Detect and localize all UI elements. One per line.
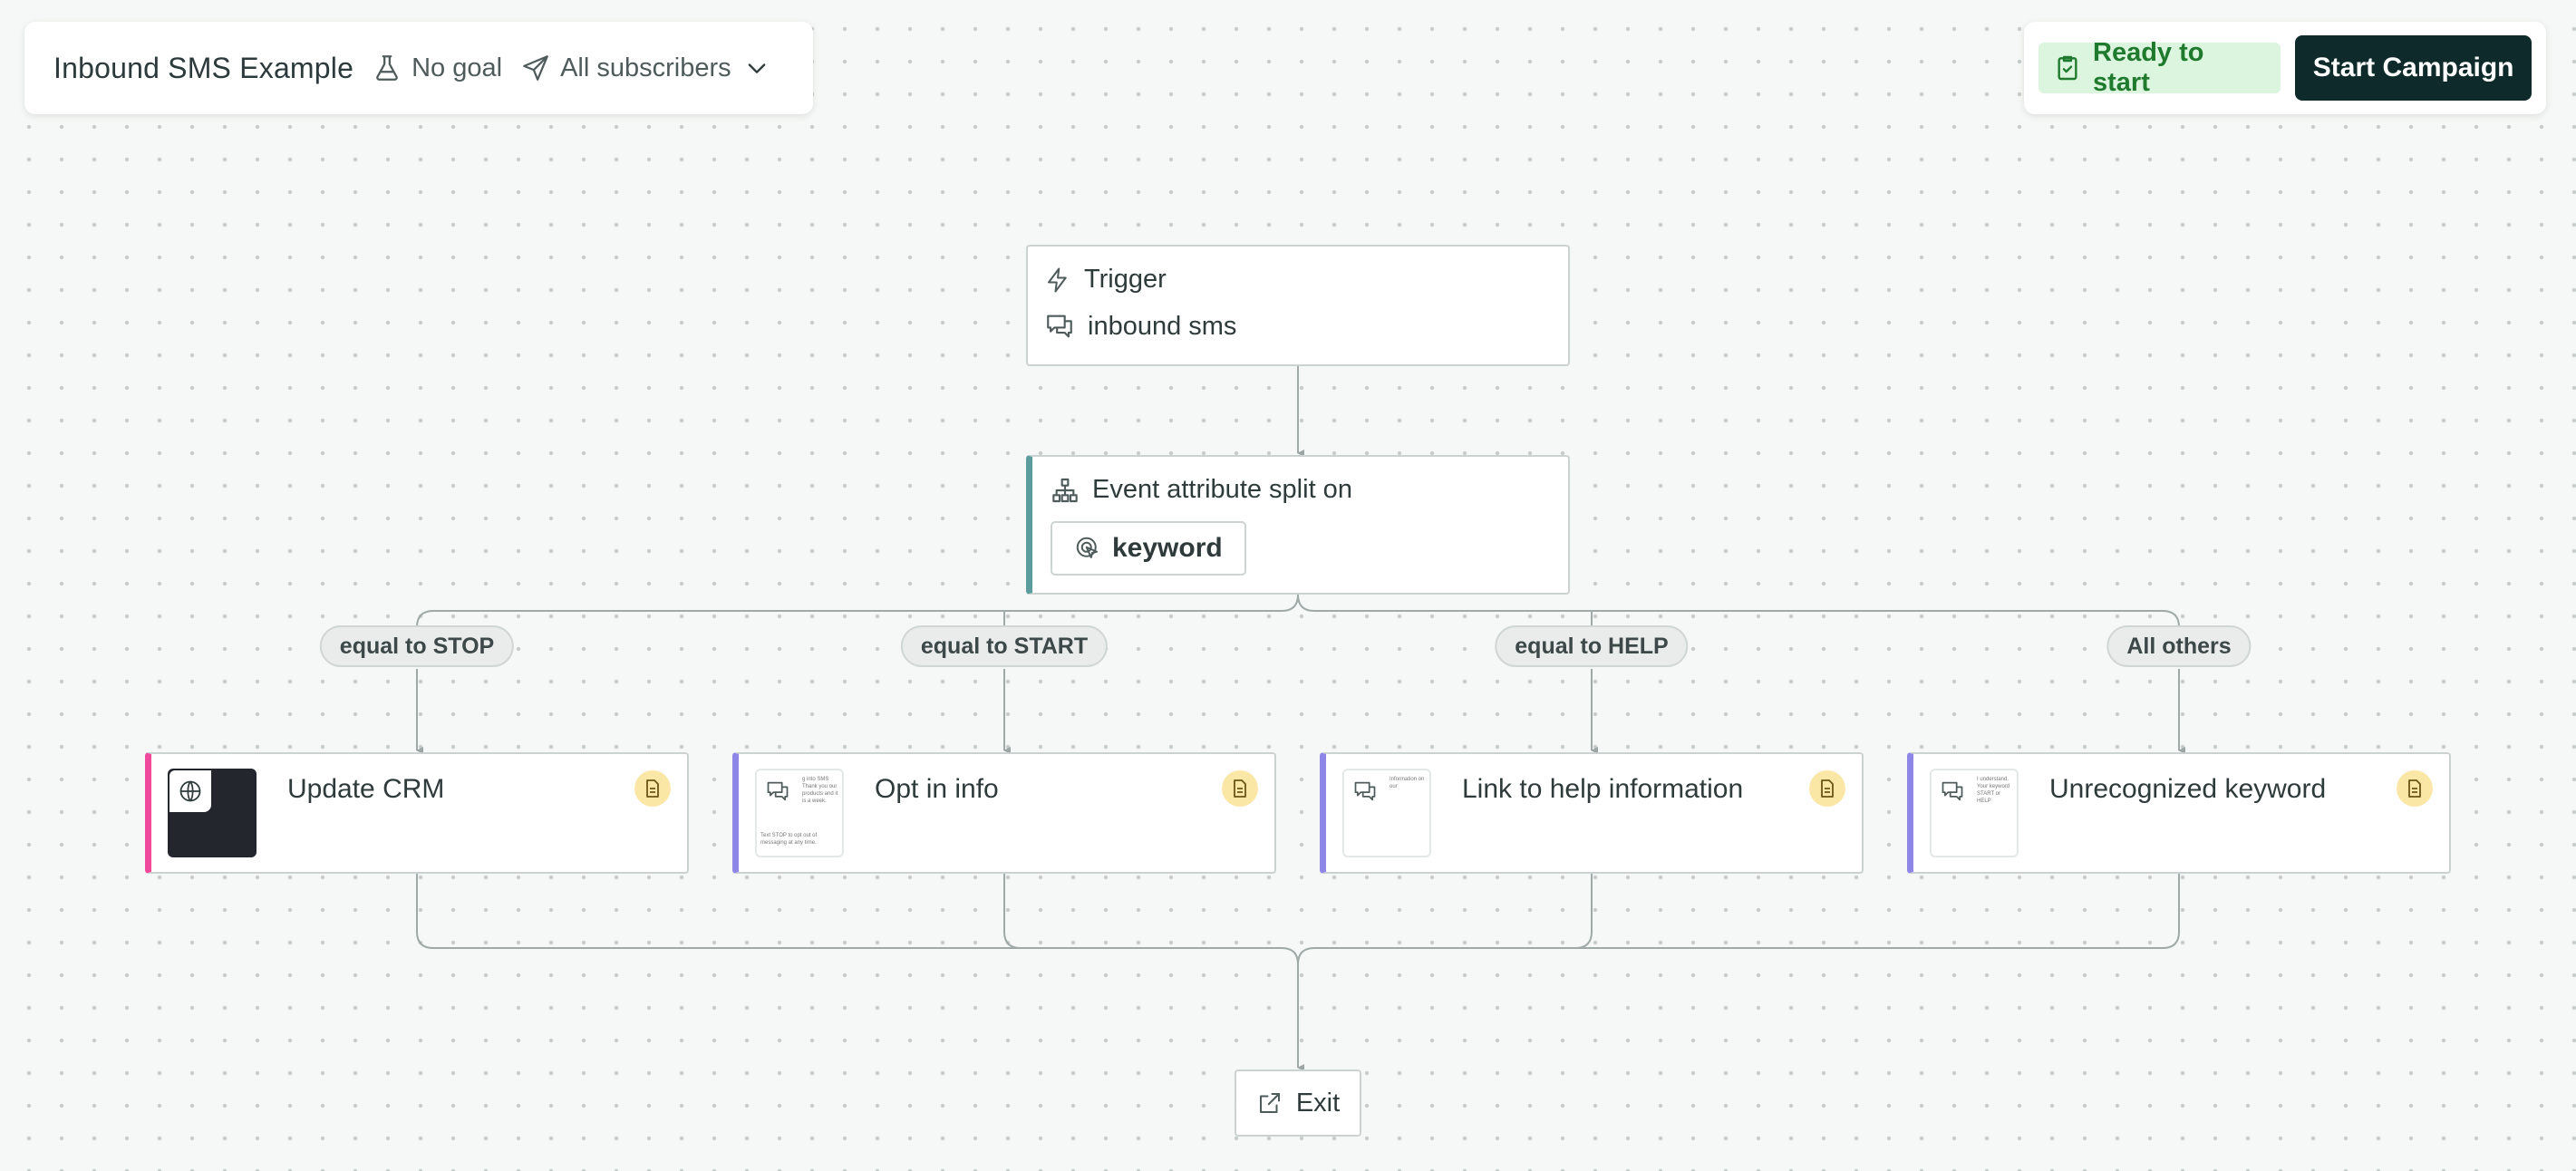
action-label: Update CRM (287, 774, 445, 804)
sms-preview-thumbnail: I understand. Your keyword START or HELP (1930, 769, 2019, 857)
chevron-down-icon (744, 55, 770, 81)
status-badge: Ready to start (2039, 38, 2281, 97)
lightning-icon (1044, 266, 1071, 294)
action-node-opt-in-info[interactable]: g into SMS Thank you our products and it… (732, 752, 1276, 874)
message-icon (1044, 311, 1075, 342)
action-node-unrecognized[interactable]: I understand. Your keyword START or HELP… (1907, 752, 2451, 874)
branch-pill-stop[interactable]: equal to STOP (319, 625, 515, 667)
message-icon (1932, 770, 1973, 812)
sms-preview-thumbnail: g into SMS Thank you our products and it… (755, 769, 844, 857)
connector-merge (416, 874, 1299, 965)
trigger-node[interactable]: Trigger inbound sms (1026, 245, 1570, 366)
campaign-title[interactable]: Inbound SMS Example (53, 51, 354, 84)
note-icon[interactable] (1222, 770, 1258, 807)
goal-selector[interactable]: No goal (372, 53, 502, 83)
sms-preview-text: g into SMS Thank you our products and it… (802, 777, 838, 804)
action-label: Link to help information (1462, 774, 1744, 804)
tap-icon (1074, 535, 1101, 562)
message-icon (757, 770, 799, 812)
note-icon[interactable] (2397, 770, 2433, 807)
connector-split-bus (416, 594, 1299, 628)
trigger-event: inbound sms (1088, 311, 1237, 341)
sms-preview-thumbnail: Information on our (1342, 769, 1431, 857)
split-attribute: keyword (1112, 533, 1223, 563)
trigger-title: Trigger (1084, 265, 1167, 294)
split-title: Event attribute split on (1092, 475, 1352, 504)
start-campaign-button[interactable]: Start Campaign (2295, 35, 2532, 101)
action-node-update-crm[interactable]: Update CRM (145, 752, 689, 874)
branch-pill-help[interactable]: equal to HELP (1495, 625, 1689, 667)
audience-selector[interactable]: All subscribers (520, 53, 770, 83)
exit-label: Exit (1295, 1088, 1341, 1118)
connector-split-bus-right (1297, 594, 2180, 628)
note-icon[interactable] (1809, 770, 1845, 807)
branch-pill-others[interactable]: All others (2106, 625, 2252, 667)
sms-preview-text: I understand. Your keyword START or HELP (1977, 777, 2010, 804)
action-node-help-link[interactable]: Information on our Link to help informat… (1320, 752, 1864, 874)
audience-label: All subscribers (560, 53, 731, 82)
send-icon (520, 53, 551, 83)
campaign-header: Inbound SMS Example No goal All subscrib… (24, 22, 813, 114)
split-attribute-chip[interactable]: keyword (1051, 521, 1246, 576)
note-icon[interactable] (634, 770, 671, 807)
exit-node[interactable]: Exit (1235, 1069, 1361, 1137)
action-label: Unrecognized keyword (2049, 774, 2327, 804)
branch-pill-start[interactable]: equal to START (900, 625, 1109, 667)
campaign-actions: Ready to start Start Campaign (2024, 22, 2546, 114)
clipboard-check-icon (2053, 53, 2082, 82)
goal-label: No goal (412, 53, 503, 82)
message-icon (1344, 770, 1386, 812)
globe-icon (169, 770, 211, 812)
action-label: Opt in info (875, 774, 999, 804)
external-link-icon (1256, 1089, 1283, 1117)
hierarchy-icon (1051, 476, 1080, 505)
sms-preview-text: Information on our (1390, 777, 1425, 789)
sms-preview-footer: Text STOP to opt out of messaging at any… (760, 833, 818, 846)
webhook-thumbnail (168, 769, 257, 857)
flask-icon (372, 53, 402, 83)
split-node[interactable]: Event attribute split on keyword (1026, 455, 1570, 595)
status-label: Ready to start (2093, 38, 2204, 97)
